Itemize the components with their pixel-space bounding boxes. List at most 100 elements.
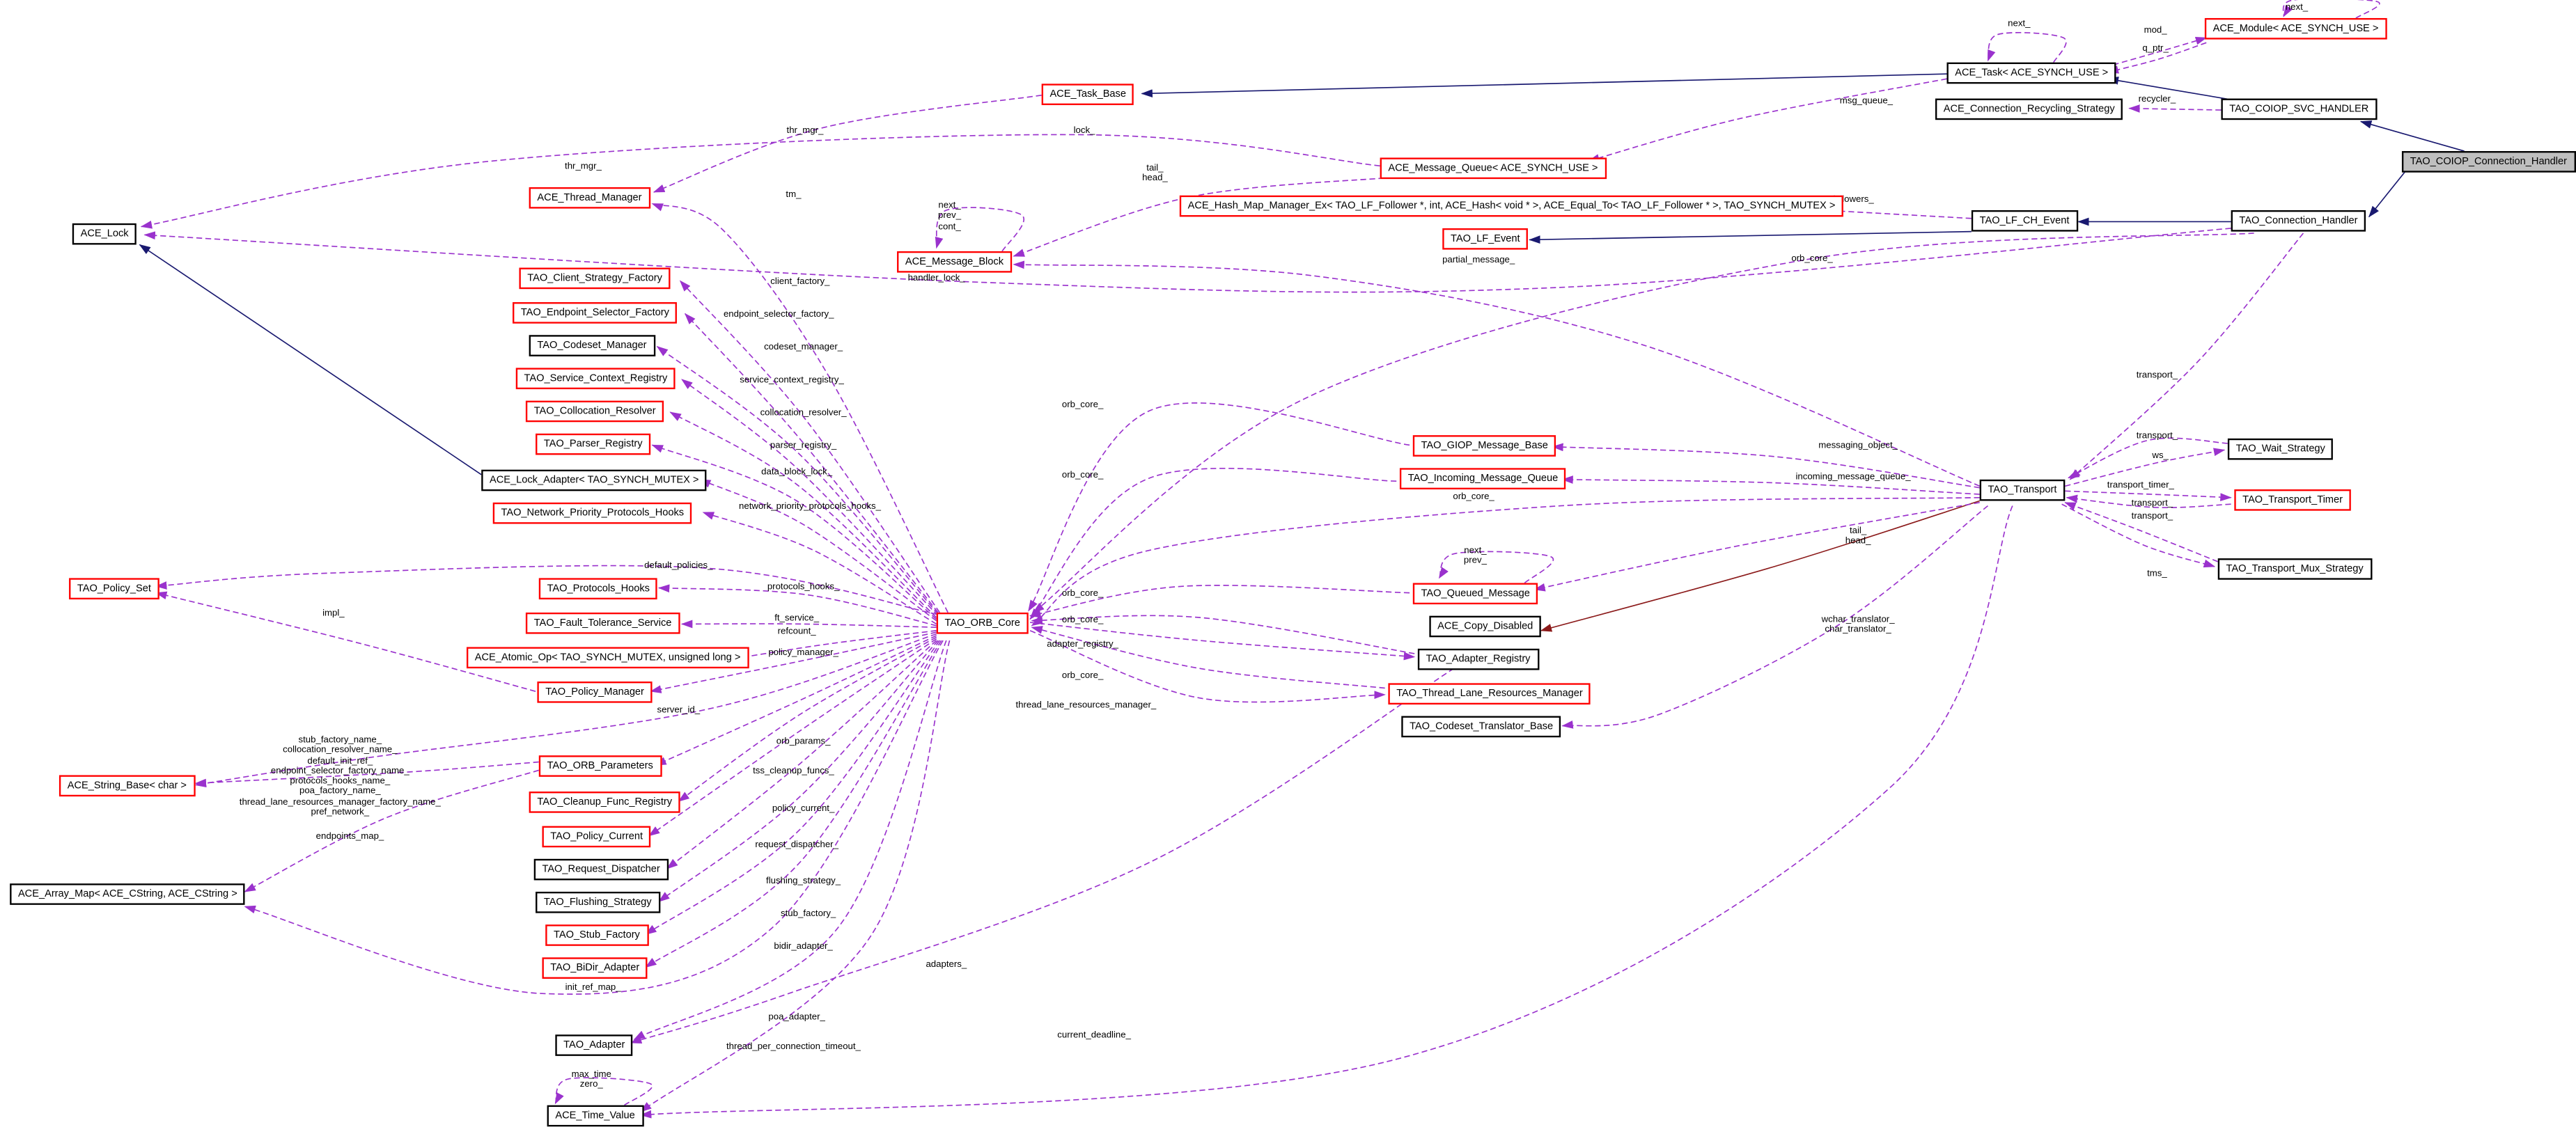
edge-label: mod_ [2144, 26, 2167, 36]
class-node-tao-codeset-translator-base[interactable]: TAO_Codeset_Translator_Base [1401, 716, 1561, 738]
edge-label: orb_params_ [776, 737, 831, 748]
edge-label: protocols_hooks_ [767, 583, 840, 593]
class-node-tao-fault-tolerance-service[interactable]: TAO_Fault_Tolerance_Service [525, 612, 680, 634]
edge-label: request_dispatcher_ [755, 840, 838, 851]
class-node-tao-endpoint-selector-factory[interactable]: TAO_Endpoint_Selector_Factory [513, 302, 678, 324]
edge-label: data_block_lock_ [761, 468, 833, 478]
class-node-tao-policy-manager[interactable]: TAO_Policy_Manager [537, 682, 653, 703]
class-node-tao-codeset-manager[interactable]: TAO_Codeset_Manager [529, 335, 655, 357]
class-node-tao-orb-core[interactable]: TAO_ORB_Core [936, 612, 1029, 634]
dependency-edge [143, 228, 2231, 293]
dependency-edge [1438, 551, 1554, 584]
class-node-tao-transport-mux-strategy[interactable]: TAO_Transport_Mux_Strategy [2217, 558, 2372, 581]
edge-label: incoming_message_queue_ [1795, 473, 1911, 483]
inheritance-edge [1540, 500, 1980, 632]
class-node-ace-copy-disabled[interactable]: ACE_Copy_Disabled [1429, 615, 1542, 638]
dependency-edge [651, 444, 937, 620]
edge-label: server_id_ [657, 706, 701, 716]
class-node-tao-coiop-svc-handler[interactable]: TAO_COIOP_SVC_HANDLER [2221, 98, 2378, 120]
class-node-tao-thread-lane-resources-manager[interactable]: TAO_Thread_Lane_Resources_Manager [1388, 683, 1591, 705]
class-node-tao-lf-event[interactable]: TAO_LF_Event [1442, 228, 1529, 250]
class-node-tao-lf-ch-event[interactable]: TAO_LF_CH_Event [1971, 210, 2078, 232]
edge-label: tms_ [2147, 569, 2167, 580]
class-node-ace-message-queue[interactable]: ACE_Message_Queue< ACE_SYNCH_USE > [1380, 157, 1607, 180]
class-node-ace-lock-adapter[interactable]: ACE_Lock_Adapter< TAO_SYNCH_MUTEX > [481, 469, 708, 491]
dependency-edge [1031, 496, 1980, 627]
edge-label: transport_ [2131, 512, 2173, 522]
dependency-edge [2067, 437, 2228, 479]
class-node-ace-connection-recycling-strategy[interactable]: ACE_Connection_Recycling_Strategy [1935, 98, 2123, 120]
class-node-ace-time-value[interactable]: ACE_Time_Value [547, 1105, 643, 1127]
dependency-edge [1028, 402, 1410, 612]
class-node-tao-service-context-registry[interactable]: TAO_Service_Context_Registry [515, 368, 676, 390]
class-node-ace-task[interactable]: ACE_Task< ACE_SYNCH_USE > [1946, 62, 2116, 84]
class-node-ace-string-base[interactable]: ACE_String_Base< char > [58, 775, 195, 797]
edge-label: next_ [2285, 3, 2309, 13]
dependency-edge [244, 769, 540, 892]
class-node-tao-policy-current[interactable]: TAO_Policy_Current [542, 826, 651, 848]
edge-label: endpoints_map_ [315, 832, 384, 842]
class-node-tao-wait-strategy[interactable]: TAO_Wait_Strategy [2227, 438, 2334, 460]
edge-label: policy_current_ [772, 804, 835, 814]
class-node-tao-protocols-hooks[interactable]: TAO_Protocols_Hooks [538, 578, 658, 600]
class-node-tao-cleanup-func-registry[interactable]: TAO_Cleanup_Func_Registry [529, 792, 680, 814]
class-node-tao-bidir-adapter[interactable]: TAO_BiDir_Adapter [542, 957, 648, 979]
class-node-tao-client-strategy-factory[interactable]: TAO_Client_Strategy_Factory [519, 267, 671, 290]
edge-label: adapter_registry_ [1047, 640, 1118, 650]
class-node-tao-request-dispatcher[interactable]: TAO_Request_Dispatcher [533, 858, 669, 881]
class-node-tao-collocation-resolver[interactable]: TAO_Collocation_Resolver [525, 400, 664, 423]
class-node-tao-adapter-registry[interactable]: TAO_Adapter_Registry [1417, 648, 1539, 670]
dependency-edge [2065, 490, 2232, 502]
class-node-tao-incoming-message-queue[interactable]: TAO_Incoming_Message_Queue [1399, 468, 1567, 490]
edge-label: next_ prev_ [1463, 546, 1487, 567]
edge-label: partial_message_ [1442, 255, 1515, 266]
edge-label: refcount_ [777, 627, 816, 638]
dependency-edge [1031, 626, 1385, 689]
class-node-tao-parser-registry[interactable]: TAO_Parser_Registry [536, 433, 651, 455]
class-node-tao-connection-handler[interactable]: TAO_Connection_Handler [2231, 210, 2366, 232]
class-node-tao-giop-message-base[interactable]: TAO_GIOP_Message_Base [1412, 435, 1556, 457]
class-node-ace-message-block[interactable]: ACE_Message_Block [897, 251, 1012, 273]
edge-label: orb_core_ [1791, 254, 1833, 265]
dependency-edge [669, 411, 937, 618]
class-node-tao-stub-factory[interactable]: TAO_Stub_Factory [545, 924, 648, 947]
edge-label: tss_cleanup_funcs_ [753, 766, 834, 777]
class-node-ace-array-map[interactable]: ACE_Array_Map< ACE_CString, ACE_CString … [10, 883, 246, 906]
edge-label: adapters_ [926, 960, 967, 970]
dependency-edge [2064, 502, 2219, 562]
edge-label: transport_ [2136, 432, 2178, 442]
class-node-tao-policy-set[interactable]: TAO_Policy_Set [69, 578, 159, 600]
inheritance-edge [1141, 73, 1947, 97]
dependency-edge [657, 584, 937, 627]
class-node-tao-transport[interactable]: TAO_Transport [1979, 479, 2066, 501]
dependency-edge [1032, 233, 2254, 613]
class-node-tao-transport-timer[interactable]: TAO_Transport_Timer [2234, 489, 2351, 511]
edge-label: ft_service_ [774, 613, 820, 624]
dependency-edge [140, 134, 1380, 229]
dependency-edge [640, 640, 951, 1112]
class-node-ace-atomic-op[interactable]: ACE_Atomic_Op< TAO_SYNCH_MUTEX, unsigned… [466, 647, 749, 669]
dependency-edge [645, 640, 941, 935]
class-node-ace-hash-map-manager-ex[interactable]: ACE_Hash_Map_Manager_Ex< TAO_LF_Follower… [1179, 195, 1844, 217]
dependency-edge [554, 1077, 653, 1106]
class-node-ace-module[interactable]: ACE_Module< ACE_SYNCH_USE > [2204, 17, 2387, 40]
dependency-edge [1987, 32, 2067, 63]
class-node-tao-orb-parameters[interactable]: TAO_ORB_Parameters [538, 755, 662, 778]
dependency-edge [633, 640, 947, 1041]
dependency-edge [684, 313, 939, 613]
class-node-tao-adapter[interactable]: TAO_Adapter [555, 1034, 634, 1057]
class-node-ace-thread-manager[interactable]: ACE_Thread_Manager [529, 187, 650, 209]
class-node-tao-queued-message[interactable]: TAO_Queued_Message [1412, 583, 1538, 605]
dependency-edge [639, 505, 2013, 1119]
dependency-edge [666, 640, 937, 869]
class-node-tao-flushing-strategy[interactable]: TAO_Flushing_Strategy [536, 891, 660, 913]
dependency-edge [935, 207, 1024, 252]
edge-label: transport_ [2131, 498, 2173, 510]
class-node-ace-lock[interactable]: ACE_Lock [72, 223, 137, 245]
class-node-tao-network-priority-protocols-hooks[interactable]: TAO_Network_Priority_Protocols_Hooks [492, 502, 692, 524]
class-node-ace-task-base[interactable]: ACE_Task_Base [1041, 84, 1134, 106]
edge-label: parser_registry_ [770, 441, 837, 452]
